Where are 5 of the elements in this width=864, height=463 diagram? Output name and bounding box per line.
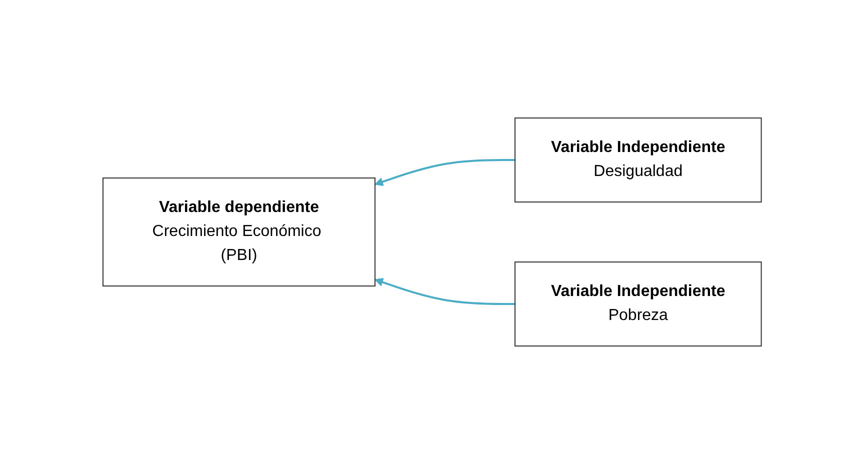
node-box: Variable Independiente Pobreza [514,261,762,346]
arrow [374,278,515,304]
node-box: Variable Independiente Desigualdad [514,117,762,202]
node-box: Variable dependiente Crecimiento Económico (PBI) [102,177,376,286]
arrow [374,158,515,186]
